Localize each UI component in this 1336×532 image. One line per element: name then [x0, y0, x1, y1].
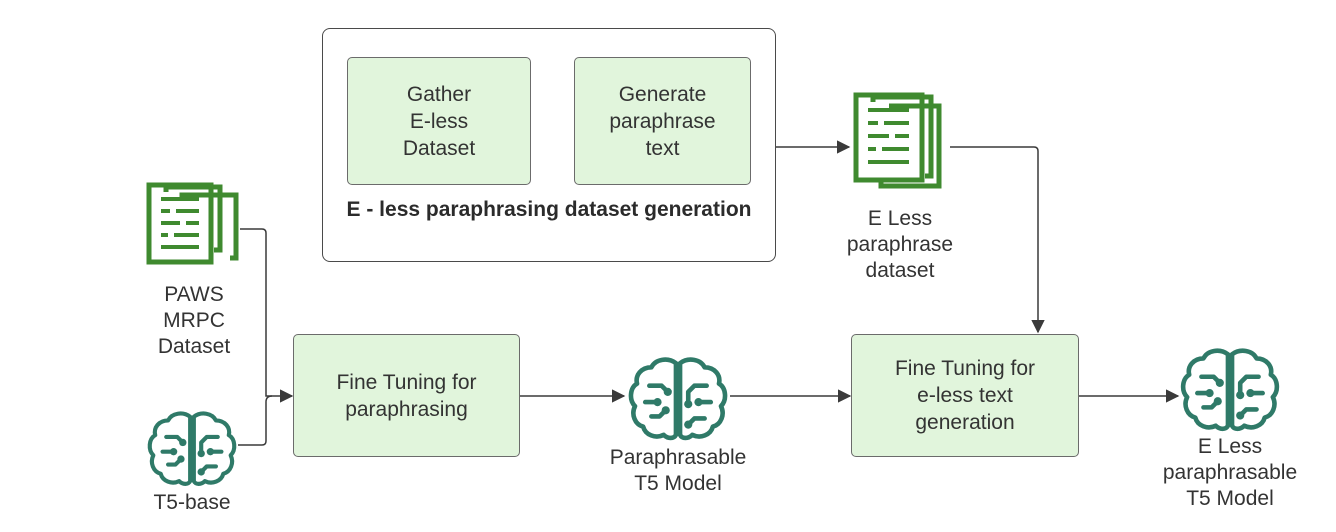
- brain-circuit-icon: [1180, 348, 1280, 432]
- step-finetune-paraphrasing: Fine Tuning for paraphrasing: [293, 334, 520, 457]
- brain-circuit-icon: [628, 357, 728, 441]
- arrow-paws-to-finetune: [240, 228, 294, 403]
- arrow-eless-dataset-to-finetune-eless: [950, 146, 1045, 334]
- brain-circuit-icon: [147, 411, 237, 486]
- paws-mrpc-dataset-label: PAWS MRPC Dataset: [157, 283, 231, 358]
- document-icon: [146, 182, 239, 265]
- document-icon: [853, 92, 942, 189]
- step-generate-paraphrase-text: Generate paraphrase text: [574, 57, 751, 185]
- step-gather-eless-dataset: Gather E-less Dataset: [347, 57, 531, 185]
- eless-paraphrase-dataset-label: E Less paraphrase dataset: [846, 207, 954, 282]
- step-finetune-eless-generation: Fine Tuning for e-less text generation: [851, 334, 1079, 457]
- arrow-t5base-to-finetune: [238, 395, 273, 446]
- t5-base-label: T5-base: [153, 491, 231, 514]
- group-label: E - less paraphrasing dataset generation: [346, 198, 752, 221]
- paraphrasable-t5-label: Paraphrasable T5 Model: [609, 446, 747, 495]
- eless-paraphrasable-t5-label: E Less paraphrasable T5 Model: [1162, 435, 1298, 510]
